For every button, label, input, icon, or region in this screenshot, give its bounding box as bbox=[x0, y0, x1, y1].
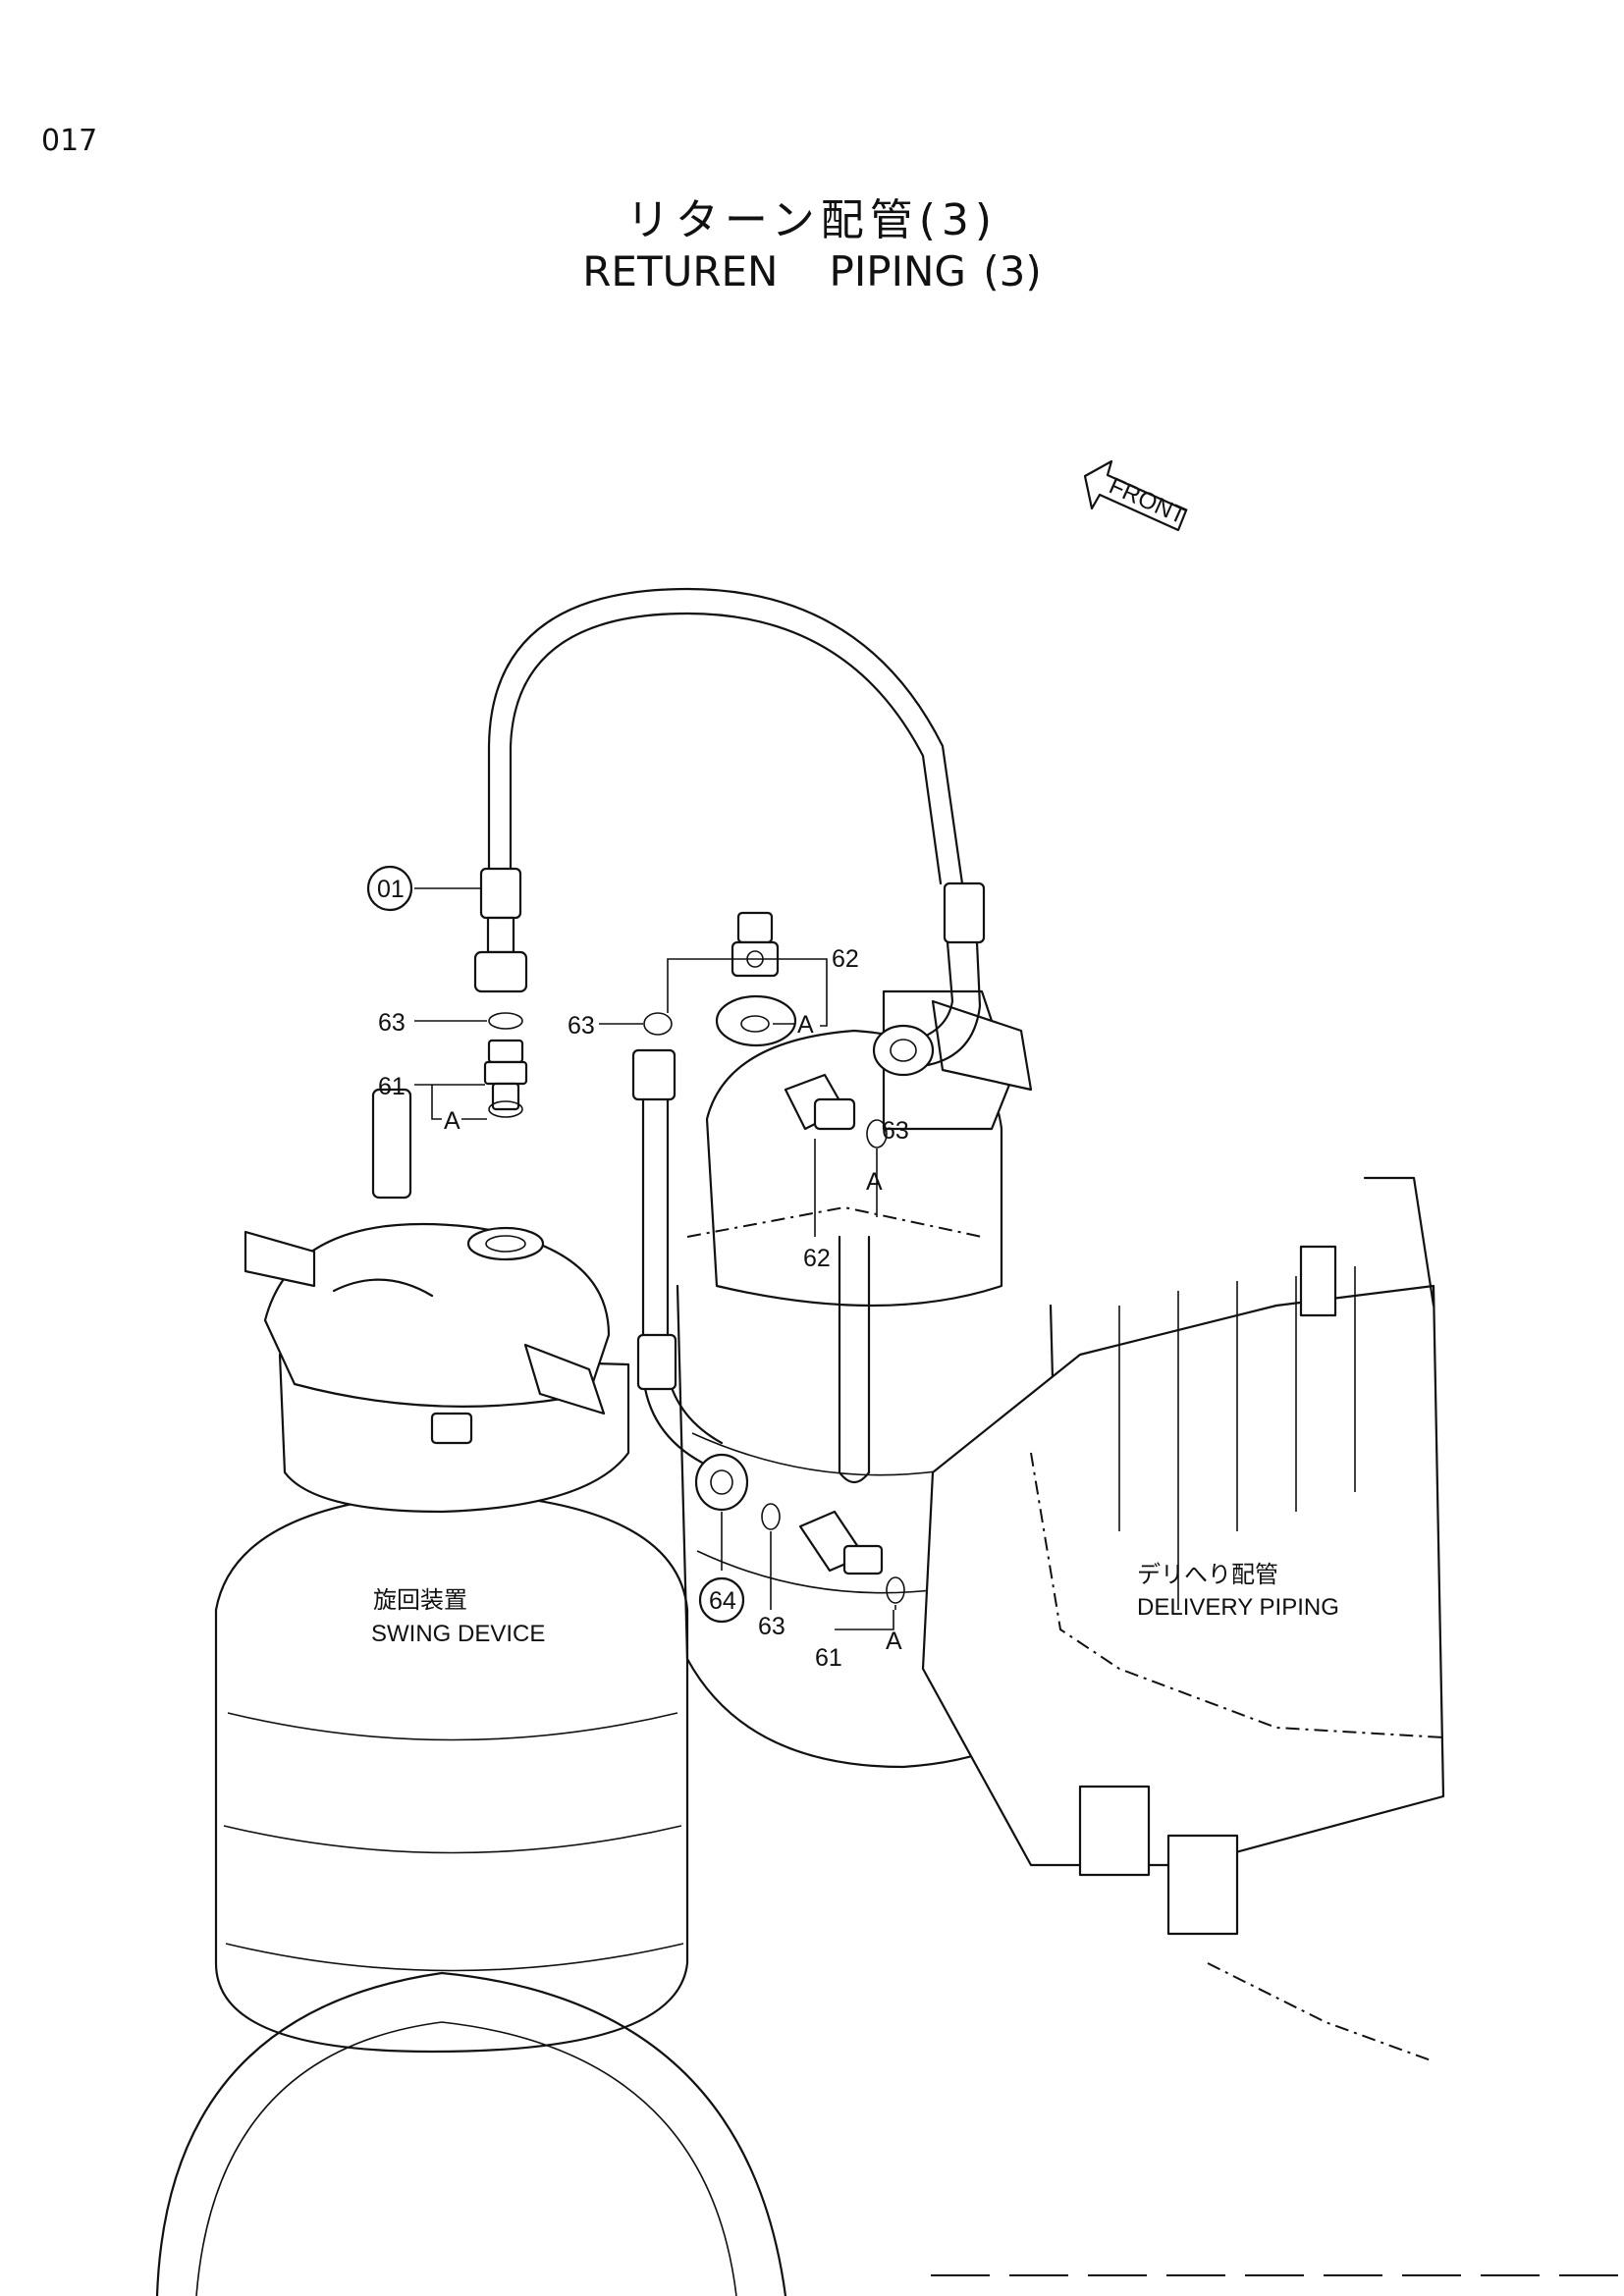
part-label-62-top: 62 bbox=[832, 945, 859, 973]
label-a-2: A bbox=[797, 1011, 814, 1039]
page-number: 017 bbox=[41, 124, 98, 158]
pipe-vertical-right bbox=[838, 1235, 871, 1484]
fitting-62-top bbox=[731, 911, 780, 978]
label-a-3: A bbox=[866, 1168, 883, 1196]
part-label-61-bottom: 61 bbox=[815, 1644, 842, 1672]
page-title-japanese: リターン配管(3) bbox=[625, 195, 999, 245]
label-a-4: A bbox=[886, 1628, 902, 1655]
control-valve-block bbox=[921, 1176, 1445, 2062]
swing-device-body bbox=[155, 1088, 787, 2296]
part-label-63-center: 63 bbox=[568, 1012, 595, 1040]
return-hose-01 bbox=[473, 587, 986, 1077]
part-label-63-left: 63 bbox=[378, 1009, 406, 1037]
leader-lines bbox=[414, 887, 896, 1630]
center-cylinder bbox=[676, 989, 1062, 1769]
o-rings bbox=[488, 1012, 905, 1604]
delivery-piping-label-en: DELIVERY PIPING bbox=[1137, 1594, 1339, 1621]
front-arrow-icon: FRONT bbox=[1083, 459, 1190, 532]
part-label-61-top: 61 bbox=[378, 1073, 406, 1100]
label-a-1: A bbox=[444, 1107, 460, 1135]
part-label-64: 64 bbox=[709, 1587, 736, 1615]
page-title-english: RETUREN PIPING (3) bbox=[582, 247, 1042, 295]
part-number-labels: 01 63 61 A 63 62 A 63 A 62 64 63 A 61 bbox=[366, 865, 909, 1672]
delivery-piping-label-jp: デリへり配管 bbox=[1137, 1562, 1278, 1588]
part-label-63-right: 63 bbox=[882, 1117, 909, 1145]
swing-device-label-jp: 旋回装置 bbox=[373, 1587, 467, 1614]
part-label-01: 01 bbox=[377, 876, 405, 903]
front-label: FRONT bbox=[1105, 472, 1190, 529]
part-label-63-bottom: 63 bbox=[758, 1613, 785, 1640]
part-label-62-mid: 62 bbox=[803, 1245, 831, 1272]
return-hose-64 bbox=[631, 1048, 749, 1512]
fitting-61-top bbox=[483, 1039, 528, 1111]
fitting-61-bottom bbox=[798, 1510, 884, 1575]
fitting-62-mid bbox=[784, 1073, 856, 1131]
component-callouts: 旋回装置 SWING DEVICE デリへり配管 DELIVERY PIPING bbox=[371, 1562, 1339, 1647]
swing-device-label-en: SWING DEVICE bbox=[371, 1621, 545, 1647]
